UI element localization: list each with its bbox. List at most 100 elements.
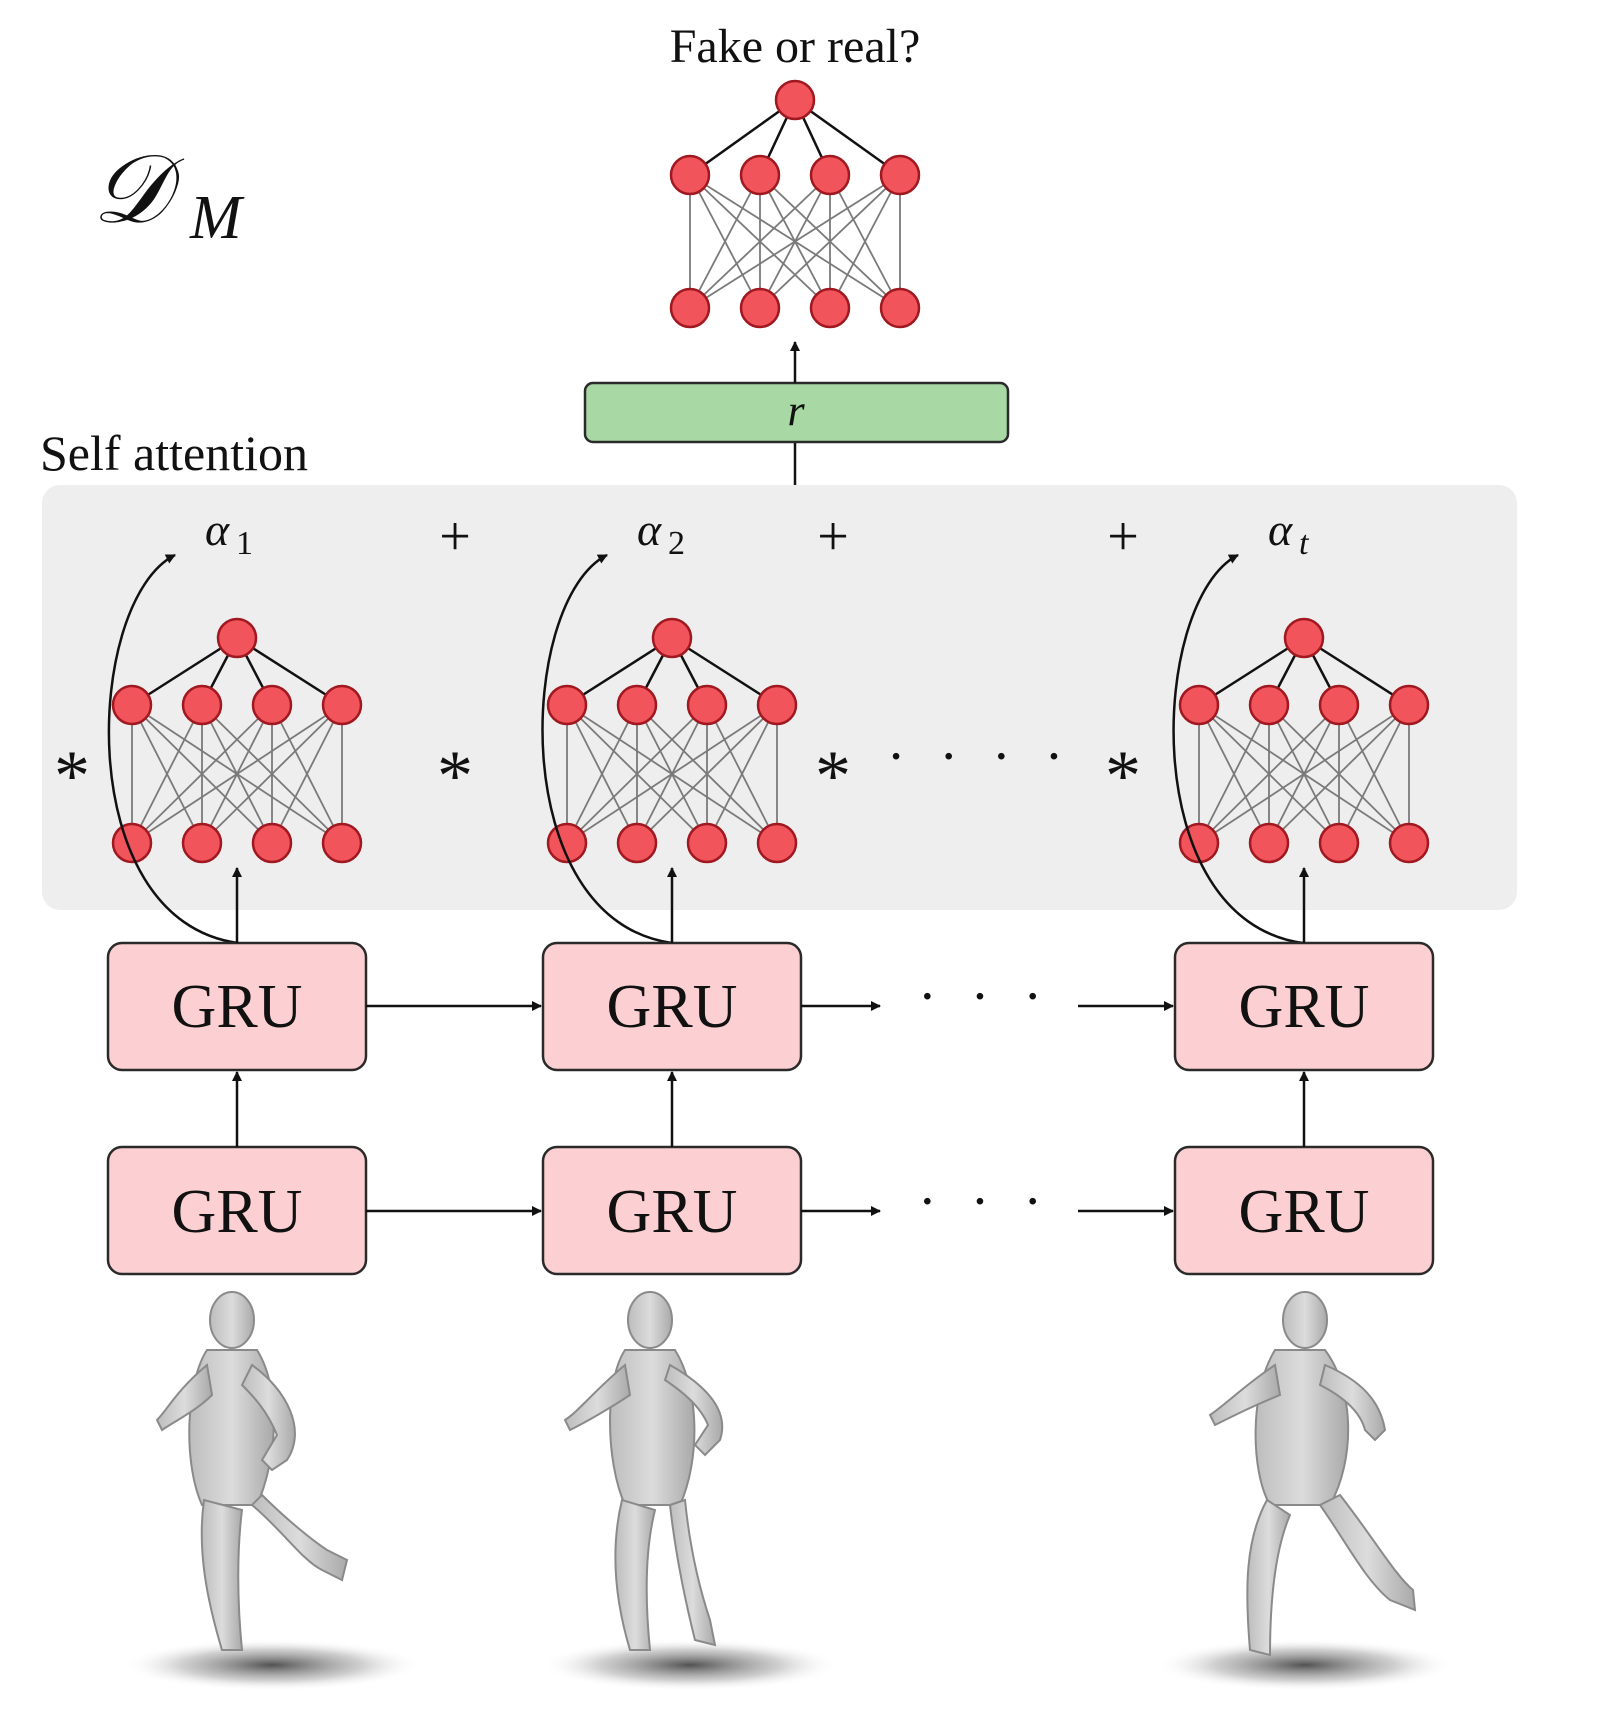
attention-mlp-t-input-node-2 [1318, 822, 1360, 864]
attention-mlp-2-edge-hidden-3-1 [636, 704, 778, 844]
pooled-vector-box [583, 381, 1010, 444]
output-mlp-edge-hidden-3-2 [829, 174, 901, 309]
attention-mlp-1-edge-hidden-3-0 [131, 704, 343, 844]
body-shadow-1 [122, 1639, 422, 1691]
attention-mlp-t-hidden-node-0 [1178, 684, 1220, 726]
gru-upper-1-label: GRU [172, 973, 303, 1041]
multiply-sign-4: * [1105, 736, 1141, 816]
gru-upper-1: GRU [106, 941, 368, 1072]
attention-mlp-t-hidden-node-3 [1388, 684, 1430, 726]
attention-mlp-t-input-node-1 [1248, 822, 1290, 864]
attention-mlp-1-input-node-2 [251, 822, 293, 864]
running-body-1 [155, 1291, 349, 1651]
output-mlp-hidden-node-0 [669, 154, 711, 196]
body-shadow-t [1155, 1639, 1455, 1691]
body-frame-2 [540, 1291, 840, 1691]
attention-mlp-2-hidden-node-0 [546, 684, 588, 726]
output-question: Fake or real? [670, 20, 921, 73]
gru-lower-ellipsis: · · · [918, 1171, 1052, 1233]
output-mlp-edge-hidden-3-1 [759, 174, 901, 309]
attention-mlp-t-hidden-node-2 [1318, 684, 1360, 726]
gru-upper-t-label: GRU [1239, 973, 1370, 1041]
output-mlp-hidden-node-3 [879, 154, 921, 196]
attention-mlp-2-input-node-1 [616, 822, 658, 864]
attention-mlp-2-edge-hidden-3-2 [706, 704, 778, 844]
plus-sign-2: + [817, 506, 849, 568]
attention-mlp-t-edge-hidden-3-0 [1198, 704, 1410, 844]
alpha-t-symbol: α [1268, 504, 1293, 555]
running-body-2 [563, 1291, 724, 1651]
discriminator-subscript: M [189, 184, 245, 252]
attention-mlp-t-edge-output-3 [1303, 636, 1410, 707]
attention-mlp-2-edge-hidden-2-0 [566, 704, 708, 844]
attention-curve-1 [107, 553, 239, 945]
alpha-t-subscript: t [1299, 525, 1310, 562]
attention-mlp-t-input-node-0 [1178, 822, 1220, 864]
gru-lower-1-label: GRU [172, 1178, 303, 1246]
attention-mlp-1-hidden-node-1 [181, 684, 223, 726]
multiply-sign-2: * [437, 736, 473, 816]
output-mlp-input-node-2 [809, 287, 851, 329]
gru-lower-2-label: GRU [607, 1178, 738, 1246]
gru-upper-ellipsis: · · · [918, 966, 1052, 1028]
output-mlp-edge-output-0 [689, 98, 796, 177]
attention-mlp-1-edge-output-0 [131, 636, 238, 707]
output-mlp-input-node-1 [739, 287, 781, 329]
discriminator-label: 𝒟 M [92, 136, 245, 252]
gru-lower-1: GRU [106, 1145, 368, 1276]
attention-ellipsis: · · · · [887, 726, 1074, 788]
attention-mlp-2-edge-hidden-1-0 [566, 704, 638, 844]
alpha-2-symbol: α [637, 504, 662, 555]
gru-upper-t: GRU [1173, 941, 1435, 1072]
attention-mlp-t-edge-hidden-3-1 [1268, 704, 1410, 844]
body-shadow-2 [540, 1639, 840, 1691]
output-mlp-output-node [774, 79, 816, 121]
attention-mlp-2-input-node-2 [686, 822, 728, 864]
self-attention-title: Self attention [40, 425, 308, 481]
attention-mlp-2-hidden-node-1 [616, 684, 658, 726]
attention-mlp-2-hidden-node-2 [686, 684, 728, 726]
attention-mlp-t-output-node [1283, 617, 1325, 659]
plus-sign-1: + [439, 506, 471, 568]
output-mlp-input-node-3 [879, 287, 921, 329]
gru-lower-t-label: GRU [1239, 1178, 1370, 1246]
gru-lower-2: GRU [541, 1145, 803, 1276]
attention-mlp-t-edge-hidden-3-2 [1338, 704, 1410, 844]
attention-mlp-t-edge-hidden-2-0 [1198, 704, 1340, 844]
attention-curve-2 [541, 553, 673, 945]
attention-mlp-1-edge-hidden-2-0 [131, 704, 273, 844]
output-mlp-input-node-0 [669, 287, 711, 329]
discriminator-symbol: 𝒟 [92, 136, 185, 243]
attention-mlp-2-hidden-node-3 [756, 684, 798, 726]
output-mlp-edge-hidden-3-0 [689, 174, 901, 309]
output-mlp-hidden-node-2 [809, 154, 851, 196]
attention-mlp-1-input-node-1 [181, 822, 223, 864]
plus-sign-3: + [1107, 506, 1139, 568]
attention-mlp-2-edge-output-0 [566, 636, 673, 707]
attention-mlp-t-input-node-3 [1388, 822, 1430, 864]
output-mlp-edge-hidden-2-0 [689, 174, 831, 309]
output-mlp-edge-output-3 [794, 98, 901, 177]
output-mlp-edge-hidden-1-0 [689, 174, 761, 309]
running-body-t [1208, 1291, 1417, 1657]
multiply-sign-3: * [815, 736, 851, 816]
gru-lower-t: GRU [1173, 1145, 1435, 1276]
alpha-1-subscript: 1 [236, 525, 253, 562]
alpha-2-subscript: 2 [668, 525, 685, 562]
multiply-sign-1: * [54, 736, 90, 816]
pooled-vector-label: r [787, 386, 805, 435]
attention-mlp-t-hidden-node-1 [1248, 684, 1290, 726]
attention-weight-2: α 2 [637, 504, 685, 562]
attention-mlp-1-input-node-3 [321, 822, 363, 864]
attention-mlp-1-hidden-node-2 [251, 684, 293, 726]
attention-mlp-2-output-node [651, 617, 693, 659]
attention-mlp-1-output-node [216, 617, 258, 659]
attention-mlp-1 [111, 617, 363, 864]
attention-mlp-1-edge-hidden-3-2 [271, 704, 343, 844]
attention-weight-t: α t [1268, 504, 1310, 562]
attention-mlp-2-edge-hidden-3-0 [566, 704, 778, 844]
attention-curve-t [1172, 553, 1304, 945]
attention-mlp-t-edge-hidden-1-0 [1198, 704, 1270, 844]
attention-mlp-t [1178, 617, 1430, 864]
